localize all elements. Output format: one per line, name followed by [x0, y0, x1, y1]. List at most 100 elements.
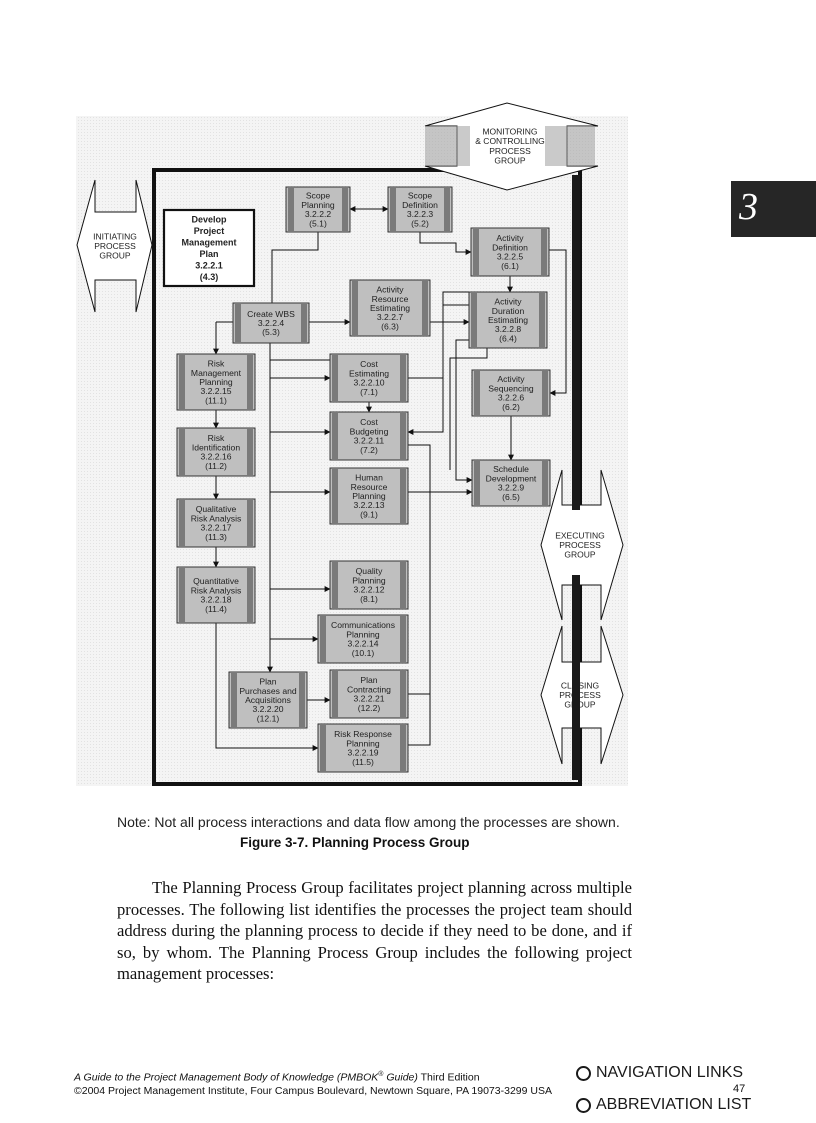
box-edge-left [473, 229, 479, 275]
box-label-line: Activity [494, 297, 522, 307]
box-edge-right [400, 671, 406, 717]
box-label-line: 3.2.2.15 [200, 386, 231, 396]
box-label-line: 3.2.2.13 [353, 500, 384, 510]
box-label-line: Estimating [488, 315, 528, 325]
connector-lines [213, 206, 567, 751]
box-label-line: (6.2) [502, 402, 520, 412]
footer-title-tail: Third Edition [417, 1071, 480, 1084]
box-label-line: 3.2.2.10 [353, 378, 384, 388]
group-label-line: GROUP [564, 550, 596, 560]
connector [271, 232, 319, 303]
box-label-line: Sequencing [488, 383, 534, 393]
box-label-line: Resource [351, 482, 388, 492]
box-label-line: Human [355, 473, 383, 483]
box-edge-left [332, 562, 338, 608]
box-label-line: (6.1) [501, 261, 519, 271]
box-label-line: Planning [346, 629, 380, 639]
group-label-line: PROCESS [559, 690, 601, 700]
box-frame [471, 369, 551, 417]
box-label-line: 3.2.2.12 [353, 585, 384, 595]
box-label-line: (7.1) [360, 387, 378, 397]
arrow-shape [540, 469, 624, 621]
chapter-tab: 3 [731, 181, 816, 237]
box-label-line: Definition [402, 200, 438, 210]
box-edge-right [299, 673, 305, 727]
box-label-line: Scope [408, 191, 433, 201]
box-edge-left [179, 568, 185, 622]
box-label-line: Purchases and [239, 686, 297, 696]
box-edge-right [400, 413, 406, 459]
body-paragraph: The Planning Process Group facilitates p… [117, 878, 632, 983]
box-edge-left [474, 461, 480, 505]
navigation-links-link[interactable]: NAVIGATION LINKS [576, 1064, 743, 1082]
box-label-line: (11.1) [205, 395, 227, 405]
box-frame [349, 279, 431, 337]
box-label-line: Plan [259, 677, 276, 687]
box-frame [176, 498, 256, 548]
box-label-line: (4.3) [200, 272, 219, 282]
box-label-line: Cost [360, 417, 378, 427]
connector [449, 348, 488, 470]
arrow-shading-left [425, 126, 470, 166]
box-label-line: (6.4) [499, 333, 517, 343]
box-label-line: 3.2.2.14 [347, 639, 378, 649]
box-label-line: Estimating [370, 303, 410, 313]
box-label-line: (5.3) [262, 327, 280, 337]
box-label-line: 3.2.2.6 [498, 393, 525, 403]
box-label-line: 3.2.2.20 [252, 704, 283, 714]
box-label-line: Resource [372, 294, 409, 304]
box-frame [162, 208, 256, 288]
box-label-line: (9.1) [360, 509, 378, 519]
connector [408, 444, 431, 746]
box-label-line: Planning [346, 738, 380, 748]
box-label-line: (11.4) [205, 604, 227, 614]
page-number: 47 [733, 1083, 746, 1095]
box-label-line: 3.2.2.8 [495, 324, 522, 334]
group-label-line: GROUP [564, 700, 596, 710]
box-label-line: Acquisitions [245, 695, 291, 705]
box-label-line: (7.2) [360, 445, 378, 455]
box-label-line: Planning [352, 491, 386, 501]
box-frame [329, 411, 409, 461]
figure-note: Note: Not all process interactions and d… [117, 814, 620, 830]
group-label-line: PROCESS [559, 540, 601, 550]
footer-copyright: ©2004 Project Management Institute, Four… [74, 1085, 552, 1097]
box-edge-right [400, 616, 406, 662]
box-frame [329, 353, 409, 403]
box-frame [176, 566, 256, 624]
box-edge-left [179, 355, 185, 409]
box-label-line: Risk [208, 359, 225, 369]
box-label-line: 3.2.2.11 [354, 436, 385, 446]
abbreviation-list-link[interactable]: ABBREVIATION LIST [576, 1096, 751, 1114]
box-edge-left [179, 429, 185, 475]
box-label-line: Plan [360, 675, 377, 685]
executing-closing-link-bar [572, 575, 580, 780]
box-edge-right [247, 355, 253, 409]
box-label-line: Estimating [349, 368, 389, 378]
abbreviation-list-label: ABBREVIATION LIST [596, 1096, 752, 1113]
box-label-line: Cost [360, 359, 378, 369]
box-edge-left [352, 281, 358, 335]
box-label-line: Contracting [347, 684, 391, 694]
box-edge-left [231, 673, 237, 727]
figure-caption: Figure 3-7. Planning Process Group [240, 835, 470, 850]
box-label-line: Activity [376, 285, 404, 295]
box-label-line: 3.2.2.4 [258, 318, 285, 328]
